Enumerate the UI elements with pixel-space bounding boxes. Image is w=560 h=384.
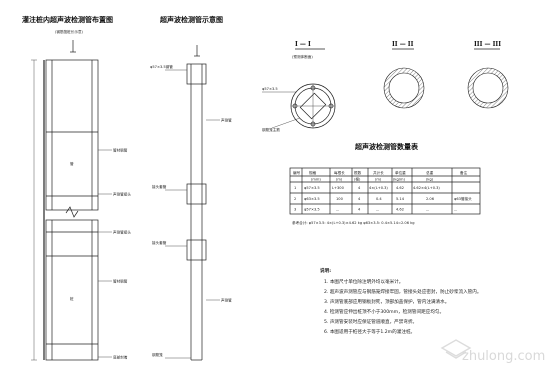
notes-block: 说明: 1. 本图尺寸单位除注明外均以毫米计。 2. 超声波声测管应与钢筋笼焊接… — [320, 267, 481, 335]
cell: 1 — [294, 186, 296, 190]
pipe-detail-view: 超声波检测管示意图 φ57×3.5钢管 接头套管 接头套管 钢筋笼 声测管 声测… — [150, 15, 232, 361]
cell: φ57×3.5 — [304, 186, 320, 190]
section-1-label: I — I — [295, 41, 311, 48]
note-3: 3. 声测管底部应用钢板封死，顶部加盖保护，管内注满清水。 — [324, 298, 449, 305]
pile-lower-outline — [45, 219, 99, 361]
layout-title: 灌注桩内超声波检测管布置图 — [22, 15, 113, 24]
cell: 4 — [358, 197, 361, 201]
th-4: 共计长 — [373, 170, 384, 175]
table-row: 3 φ57×3.5 ... 4 ... 4.62 ... ... — [294, 208, 457, 212]
tu-6: (kg) — [426, 178, 434, 182]
section-views: I — I (预测体断面) φ57×3.5 钢筋笼主筋 II — II III … — [262, 41, 509, 132]
cell: ... — [454, 208, 457, 212]
cell: φ63管接头 — [454, 196, 472, 201]
cell: 100 — [336, 197, 344, 201]
pile-upper-outline — [45, 59, 99, 211]
cell: 4 — [358, 186, 361, 190]
cell: 5.14 — [396, 197, 405, 201]
watermark-text: zhulong.com — [462, 349, 545, 364]
note-5: 5. 声测管安装时应保证管道顺直，严禁弯折。 — [324, 318, 417, 325]
section-1-drawing — [290, 83, 336, 129]
layout-label-b: 声测管接头 — [113, 192, 131, 197]
cell: 4 — [358, 208, 361, 212]
th-6: 总重 — [426, 170, 434, 175]
cell: ... — [426, 208, 429, 212]
tu-1: (mm) — [311, 178, 321, 182]
cell: ... — [376, 208, 379, 212]
svg-text:接头套管: 接头套管 — [152, 240, 167, 245]
detail-title: 超声波检测管示意图 — [160, 15, 223, 24]
note-2: 2. 超声波声测管应与钢筋笼焊接牢固，管接头处应密封，防止砂浆流入管内。 — [324, 288, 481, 295]
tu-5: (kg/m) — [393, 178, 405, 182]
quantity-table: 超声波检测管数量表 编号 规格 每根长 根数 共计长 单位重 总重 备注 (mm… — [289, 142, 481, 225]
cell: 4.62 — [396, 186, 404, 190]
table-row: 2 φ63×3.5 100 4 0.4 5.14 2.06 φ63管接头 — [294, 196, 472, 201]
cell: 0.4 — [376, 197, 382, 201]
cell: 4.62 — [396, 208, 404, 212]
note-4: 4. 检测管应伸出桩顶不小于300mm，检测管间距应均匀。 — [324, 308, 444, 315]
cell: ... — [336, 208, 339, 212]
notes-heading: 说明: — [320, 267, 331, 274]
mid-coupling — [186, 183, 207, 205]
detail-label-2: 接头套管 — [152, 184, 167, 189]
section-2-label: II — II — [392, 41, 414, 48]
cell: L+300 — [332, 186, 345, 190]
section-pipe-label: φ57×3.5 — [262, 87, 278, 91]
th-5: 单位重 — [395, 170, 406, 175]
watermark: zhulong.com — [440, 339, 545, 364]
th-3: 根数 — [354, 170, 362, 175]
section-3-label: III — III — [474, 41, 501, 48]
layout-label-a: 管材钢管 — [113, 148, 128, 153]
lower-coupling — [186, 239, 207, 261]
pile-layout-view: 灌注桩内超声波检测管布置图 (钢筋笼桩长示意) 管 桩 管材钢管 — [22, 15, 131, 361]
cell: 2 — [294, 197, 296, 201]
svg-text:管: 管 — [70, 161, 74, 166]
detail-label-3: 声测管 — [221, 118, 232, 123]
tu-4: (m) — [375, 178, 382, 182]
th-1: 规格 — [309, 170, 317, 175]
svg-text:管材钢管: 管材钢管 — [113, 279, 128, 284]
note-6: 6. 本图适用于桩径大于等于1.2m的灌注桩。 — [324, 328, 415, 335]
table-row: 1 φ57×3.5 L+300 4 4×(L+0.3) 4.62 4.62×4(… — [294, 186, 440, 190]
detail-label-4: 钢筋笼 — [152, 352, 163, 357]
top-coupling — [186, 63, 207, 85]
tu-2: (m) — [336, 178, 343, 182]
cell: φ63×3.5 — [304, 197, 320, 201]
detail-label-1: φ57×3.5钢管 — [150, 64, 173, 69]
tu-3: (根) — [354, 177, 361, 182]
th-2: 每根长 — [334, 170, 345, 175]
note-1: 1. 本图尺寸单位除注明外均以毫米计。 — [324, 278, 403, 285]
cell: 4.62×4(L+0.3) — [413, 186, 440, 190]
th-7: 备注 — [460, 170, 468, 175]
svg-text:声测管接头: 声测管接头 — [113, 230, 131, 235]
section-1-sub: (预测体断面) — [292, 54, 313, 59]
cell: 3 — [294, 208, 296, 212]
cell: 4×(L+0.3) — [369, 186, 388, 190]
cell: 2.06 — [426, 197, 435, 201]
svg-text:桩: 桩 — [70, 296, 74, 301]
section-rebar-label: 钢筋笼主筋 — [262, 127, 280, 132]
table-footer: 参考合计: φ57×3.5: 4×(L+0.3)×4.62 kg φ63×3.5… — [292, 220, 415, 225]
layout-subtitle: (钢筋笼桩长示意) — [55, 29, 84, 34]
th-0: 编号 — [293, 170, 301, 175]
svg-text:声测管: 声测管 — [221, 298, 232, 303]
layout-label-c: 底部封堵 — [113, 355, 128, 360]
cell: φ57×3.5 — [304, 208, 320, 212]
table-title: 超声波检测管数量表 — [355, 142, 419, 151]
